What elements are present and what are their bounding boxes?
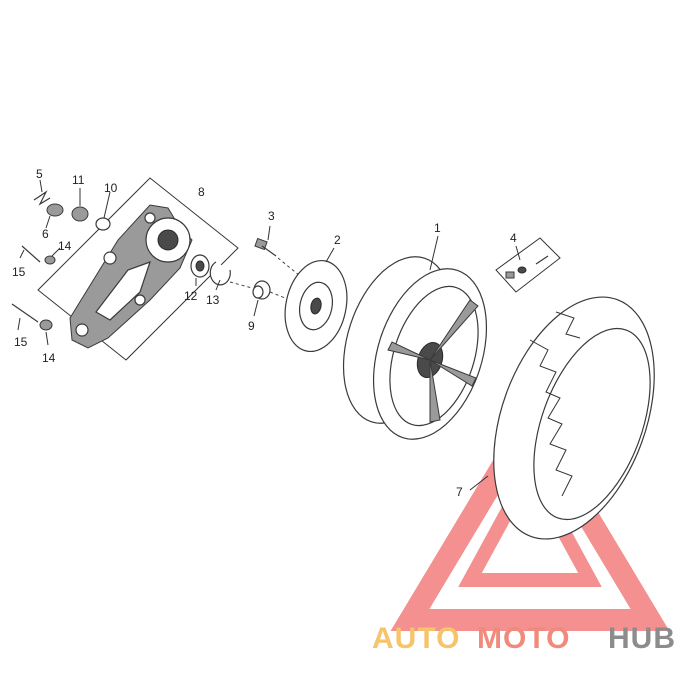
part-7-tyre [469,296,655,540]
callout-5: 5 [36,167,43,181]
part-14-washer-upper [44,247,61,265]
watermark-auto: AUTO [372,622,460,655]
part-15-bolt-upper [19,245,41,263]
part-1-wheel-rim [342,235,488,440]
callout-12: 12 [184,289,198,303]
watermark-hub: HUB [608,622,676,655]
part-9-spacer [229,280,291,317]
callout-6: 6 [42,227,49,241]
callout-14-upper: 14 [58,239,72,253]
callout-14-lower: 14 [42,351,56,365]
bracket-assembly-group [37,177,239,361]
part-3-bolt [254,225,301,277]
part-15-bolt-lower [11,303,39,331]
part-13-circlip [209,261,231,291]
part-14-washer-lower [39,319,53,346]
callout-2: 2 [334,233,341,247]
callout-8: 8 [198,185,205,199]
part-4-valve [495,237,561,293]
part-12-bearing [190,254,210,286]
callout-13: 13 [206,293,220,307]
part-6-nut [45,203,64,229]
callout-3: 3 [268,209,275,223]
callout-15-lower: 15 [14,335,28,349]
callout-9: 9 [248,319,255,333]
part-10-bushing [95,191,111,231]
callout-1: 1 [434,221,441,235]
callout-4: 4 [510,231,517,245]
watermark-text: AUTO MOTO HUB [372,622,676,655]
part-5-clip [33,179,51,206]
part-2-brake-disc [284,247,348,353]
callout-10: 10 [104,181,118,195]
callout-labels: 1 2 3 4 5 6 7 8 9 10 11 12 13 14 14 15 1… [12,167,517,499]
watermark-moto: MOTO [477,622,570,655]
part-11-bearing [71,188,89,222]
callout-11: 11 [72,173,85,187]
callout-15-upper: 15 [12,265,26,279]
callout-7: 7 [456,485,463,499]
